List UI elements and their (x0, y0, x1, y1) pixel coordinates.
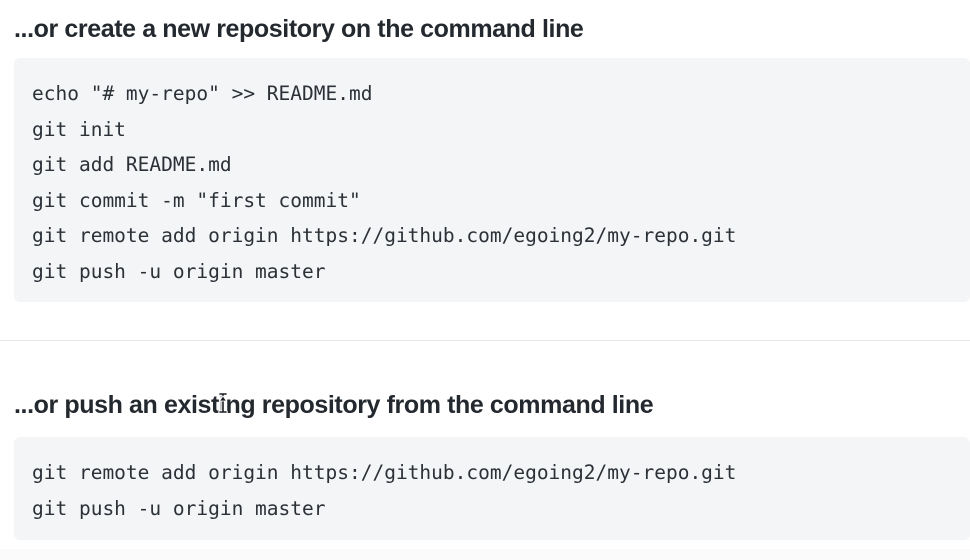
code-line: git remote add origin https://github.com… (32, 461, 737, 484)
code-line: echo "# my-repo" >> README.md (32, 82, 373, 105)
create-new-repository-heading: ...or create a new repository on the com… (14, 15, 584, 43)
code-line: git push -u origin master (32, 496, 326, 520)
create-new-repository-section: ...or create a new repository on the com… (0, 0, 970, 45)
code-line: git add README.md (32, 153, 232, 176)
create-new-repository-code-block[interactable]: echo "# my-repo" >> README.md git init git… (14, 58, 970, 302)
push-existing-repository-heading: ...or push an existing repository from t… (14, 391, 654, 419)
code-line: git push -u origin master (32, 259, 326, 283)
push-existing-repository-section: ...or push an existing repository from t… (0, 370, 970, 421)
code-line: git init (32, 117, 126, 141)
page-bottom-band (0, 549, 970, 560)
section-divider (0, 340, 970, 341)
code-line: git commit -m "first commit" (32, 188, 361, 212)
push-existing-repository-code-block[interactable]: git remote add origin https://github.com… (14, 437, 970, 540)
code-line: git remote add origin https://github.com… (32, 224, 737, 247)
